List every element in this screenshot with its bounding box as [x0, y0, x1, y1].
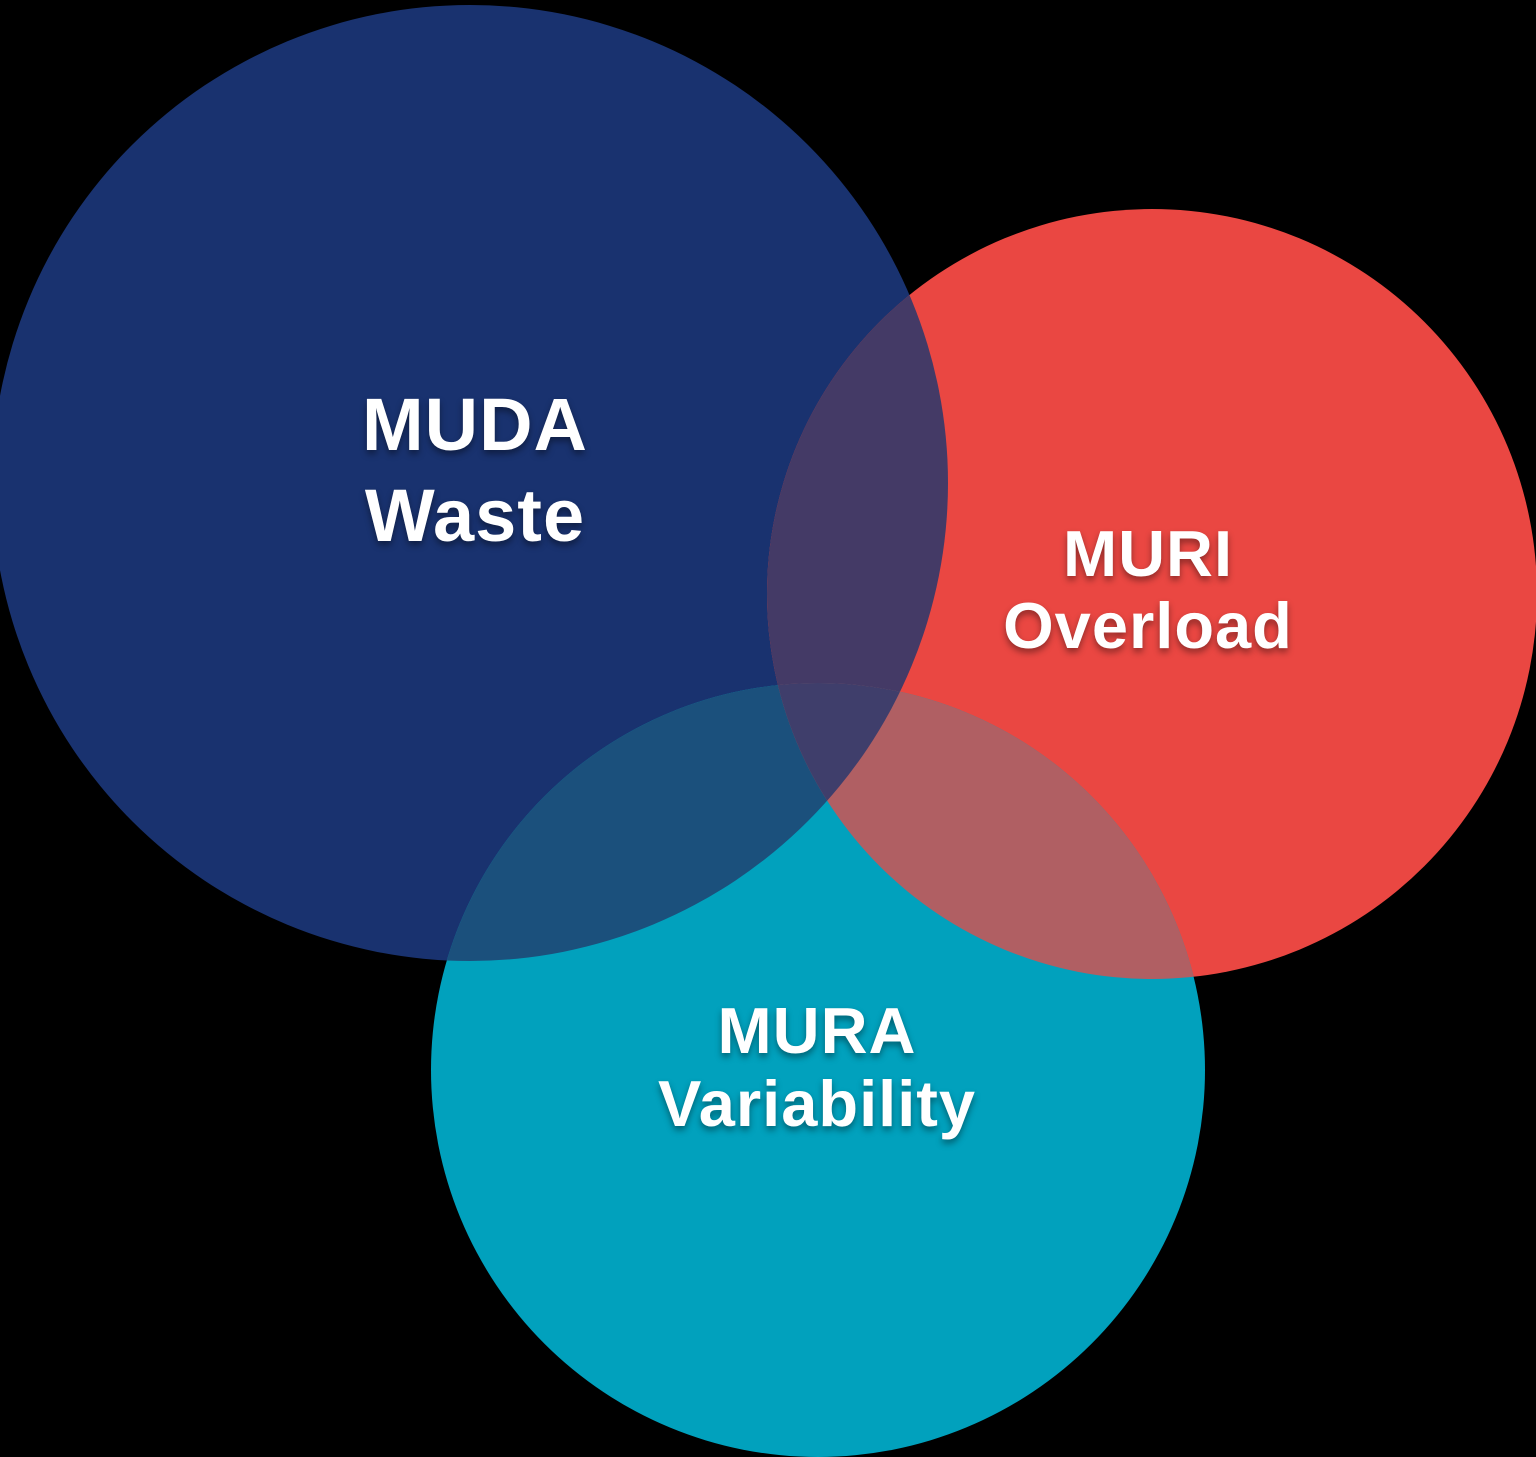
- muda-meaning: Waste: [364, 474, 586, 557]
- muda-mura-overlap: [431, 683, 948, 961]
- mura-label: MURA Variability: [657, 994, 977, 1141]
- muda-label: MUDA Waste: [362, 379, 588, 561]
- mura-term: MURA: [717, 994, 917, 1068]
- muri-term: MURI: [1062, 516, 1234, 590]
- mura-meaning: Variability: [657, 1067, 977, 1140]
- muri-meaning: Overload: [1003, 589, 1293, 662]
- muri-label: MURI Overload: [1003, 516, 1293, 662]
- muri-mura-overlap: [767, 683, 1205, 979]
- muda-term: MUDA: [362, 382, 588, 466]
